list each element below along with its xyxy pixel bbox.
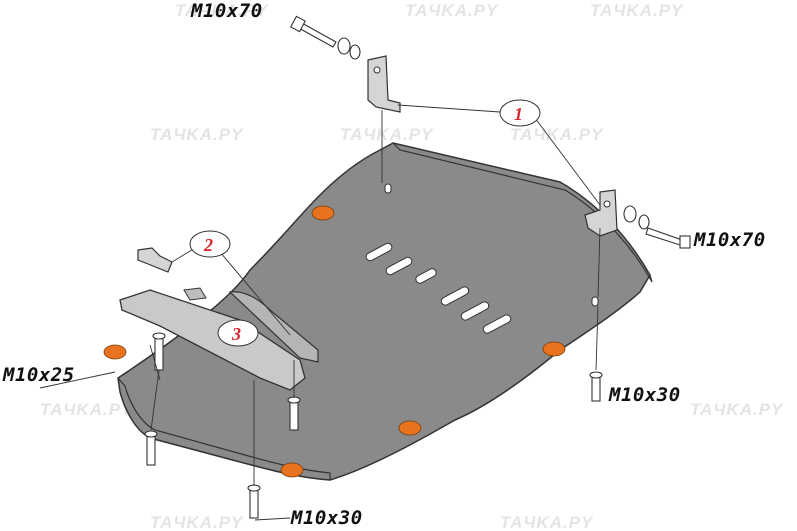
bolt-label-right: M10x70 (694, 229, 766, 251)
watermark-text: TAЧKA.PY (150, 513, 244, 531)
mount-pad (542, 341, 566, 357)
bolt-label-left: M10x25 (3, 364, 75, 386)
watermark-text: TAЧKA.PY (340, 125, 434, 144)
bracket-1-right (584, 189, 618, 237)
callout-number: 2 (203, 235, 213, 255)
fasteners (144, 15, 691, 519)
mount-pad (280, 462, 304, 478)
watermark-text: TAЧKA.PY (690, 400, 784, 419)
bracket-2 (137, 247, 173, 273)
watermark-text: TAЧKA.PY (500, 513, 594, 531)
watermark-text: TAЧKA.PY (510, 125, 604, 144)
callout-number: 3 (231, 324, 241, 344)
watermark-text: TAЧKA.PY (40, 400, 134, 419)
mount-pad (311, 205, 335, 221)
callout-number: 1 (514, 104, 523, 124)
watermark-text: TAЧKA.PY (175, 1, 269, 20)
callout-2: 2 (189, 230, 231, 258)
bracket-3 (119, 287, 319, 391)
mount-pad (398, 420, 422, 436)
bolt-label-bottom: M10x30 (291, 507, 363, 529)
watermark-text: TAЧKA.PY (405, 1, 499, 20)
bracket-1-top (367, 55, 401, 113)
callout-1: 1 (499, 99, 541, 127)
callout-3: 3 (217, 319, 259, 347)
mount-pads (103, 205, 566, 478)
watermark-text: TAЧKA.PY (590, 1, 684, 20)
bolt-label-top: M10x70 (191, 0, 263, 22)
mount-pad (103, 344, 127, 360)
watermark-text: TAЧKA.PY (150, 125, 244, 144)
leader-lines (39, 104, 601, 521)
bolt-label-right-bottom: M10x30 (609, 384, 681, 406)
